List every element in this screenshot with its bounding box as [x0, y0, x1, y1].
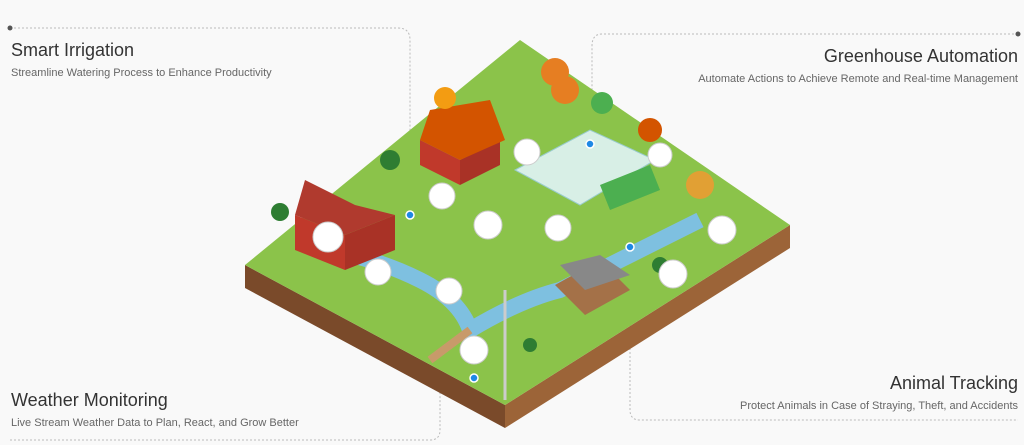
greenhouse-connector	[591, 33, 1018, 145]
feature-smart-irrigation: Smart Irrigation Streamline Watering Pro…	[11, 40, 272, 79]
feature-animal-tracking: Animal Tracking Protect Animals in Case …	[740, 373, 1018, 412]
river	[328, 212, 704, 342]
weather-connector	[10, 390, 441, 441]
feature-greenhouse-automation: Greenhouse Automation Automate Actions t…	[698, 46, 1018, 85]
path	[427, 326, 473, 364]
location-markers	[405, 139, 635, 383]
feature-title: Smart Irrigation	[11, 40, 135, 60]
feature-subtitle: Protect Animals in Case of Straying, The…	[740, 400, 1018, 412]
feature-title: Weather Monitoring	[11, 390, 168, 410]
feature-title: Greenhouse Automation	[823, 46, 1018, 66]
barn-top	[420, 100, 505, 185]
connector-lines	[10, 27, 1018, 441]
feature-subtitle: Automate Actions to Achieve Remote and R…	[698, 73, 1018, 85]
barn-left	[295, 180, 395, 270]
feature-subtitle: Streamline Watering Process to Enhance P…	[11, 67, 272, 79]
farm-ground	[245, 40, 790, 428]
feature-title: Animal Tracking	[889, 373, 1018, 393]
irrigation-connector	[10, 27, 411, 215]
sensor-devices	[312, 138, 737, 365]
shed	[555, 255, 630, 315]
feature-weather-monitoring: Weather Monitoring Live Stream Weather D…	[11, 390, 299, 429]
feature-subtitle: Live Stream Weather Data to Plan, React,…	[11, 417, 299, 429]
